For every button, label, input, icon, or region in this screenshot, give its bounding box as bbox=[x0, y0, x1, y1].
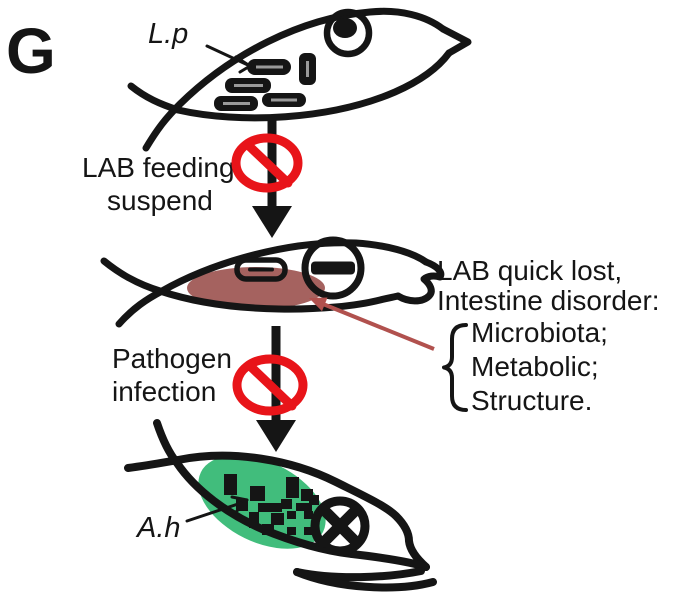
pathogen-square bbox=[296, 503, 312, 512]
panel-label: G bbox=[6, 15, 56, 87]
fish-belly-outline bbox=[127, 49, 453, 122]
pathogen-squares bbox=[224, 474, 319, 535]
no-sign-2-slash bbox=[244, 360, 297, 411]
no-sign-1-icon bbox=[231, 133, 303, 193]
lab-species-label: L.p bbox=[148, 18, 188, 50]
intestine-annotation-arrow bbox=[309, 297, 435, 351]
dead-eye-icon bbox=[310, 496, 370, 556]
minus-eye-icon bbox=[301, 236, 365, 300]
fish-lower-jaw-outer bbox=[293, 568, 437, 592]
no-sign-1-slash bbox=[242, 139, 293, 188]
result-item: Metabolic; bbox=[471, 351, 599, 382]
pathogen-square bbox=[309, 495, 319, 505]
pathogen-square bbox=[250, 486, 265, 501]
intestine-disorder-area bbox=[187, 267, 325, 309]
down-arrow-2-head bbox=[256, 420, 296, 452]
pathogen-square bbox=[249, 512, 259, 528]
pathogen-square bbox=[286, 477, 299, 498]
infected-fish: A.h bbox=[124, 419, 437, 592]
disordered-fish bbox=[100, 236, 445, 328]
result-line1: LAB quick lost, bbox=[437, 255, 622, 286]
fish-eye-pupil bbox=[333, 18, 357, 38]
depleted-lab-rod bbox=[234, 257, 288, 282]
no-sign-2-icon bbox=[232, 354, 308, 416]
pathogen-cluster-gap bbox=[287, 519, 313, 527]
intestine-annotation-arrow-head bbox=[309, 297, 328, 312]
no-sign-1-ring bbox=[231, 133, 303, 193]
fish-belly-outline bbox=[153, 419, 356, 558]
pathogen-square bbox=[262, 524, 274, 535]
pathogen-square bbox=[224, 474, 237, 495]
step2-text-line2: infection bbox=[112, 376, 216, 407]
fish-back-outline bbox=[115, 239, 430, 328]
healthy-fish: L.p bbox=[127, 7, 472, 152]
fish-belly-outline bbox=[100, 257, 402, 313]
result-line2: Intestine disorder: bbox=[437, 285, 660, 316]
intestine-annotation-arrow-line bbox=[322, 302, 435, 351]
fish-eye bbox=[323, 8, 373, 58]
step2-text-line1: Pathogen bbox=[112, 343, 232, 374]
result-text-block: LAB quick lost, Intestine disorder: Micr… bbox=[437, 255, 660, 416]
down-arrow-1-head bbox=[252, 206, 292, 238]
lab-label-pointer-arrow bbox=[205, 44, 252, 74]
lab-bacteria-group bbox=[214, 53, 316, 111]
no-sign-2-ring bbox=[232, 354, 308, 416]
fish-back-outline bbox=[142, 7, 447, 152]
pathogen-square bbox=[271, 513, 284, 525]
pathogen-species-label: A.h bbox=[135, 512, 181, 544]
step1-text-line1: LAB feeding bbox=[82, 152, 235, 183]
pathogen-square-cluster bbox=[287, 511, 313, 535]
fish-upper-jaw bbox=[348, 550, 430, 571]
fish-open-mouth bbox=[394, 258, 445, 305]
fish-mouth bbox=[439, 25, 472, 57]
result-item: Microbiota; bbox=[471, 317, 608, 348]
pathogen-label-pointer-arrow bbox=[185, 495, 249, 523]
step1-text-line2: suspend bbox=[107, 185, 213, 216]
pathogen-square bbox=[258, 503, 282, 512]
minus-eye-bar bbox=[311, 261, 355, 275]
dead-eye-cross-2 bbox=[318, 504, 362, 548]
pathogen-square bbox=[281, 499, 292, 509]
result-items-brace bbox=[442, 323, 468, 412]
result-item: Structure. bbox=[471, 385, 592, 416]
